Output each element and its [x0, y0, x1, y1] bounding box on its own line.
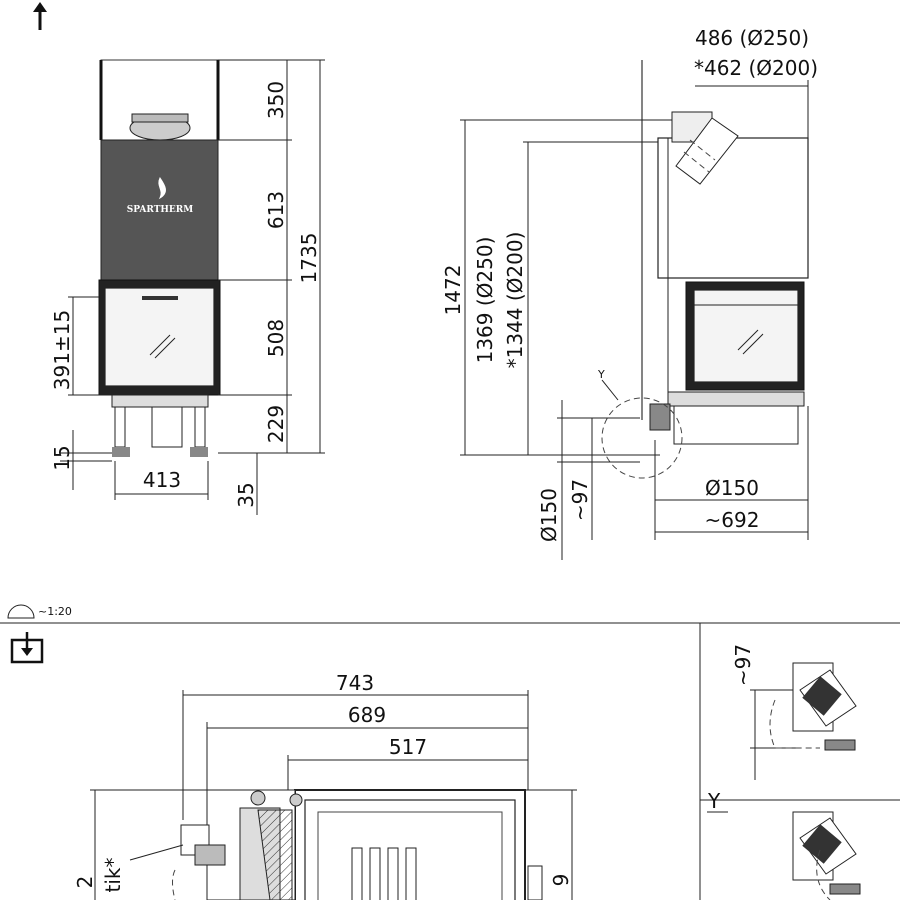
dim-150-vertical: Ø150 — [537, 488, 561, 542]
dim-15: 15 — [50, 445, 74, 470]
dim-391: 391±15 — [50, 310, 74, 390]
dim-743: 743 — [336, 671, 374, 695]
dim-9: 9 — [549, 874, 573, 887]
dim-350: 350 — [264, 81, 288, 119]
plan-view-icon — [10, 632, 44, 664]
svg-text:SPARTHERM: SPARTHERM — [127, 205, 193, 215]
detail-dim-97: ~97 — [731, 644, 755, 686]
detail-panel-label-y: Y — [707, 789, 721, 813]
dim-613: 613 — [264, 191, 288, 229]
dim-97-vertical: ~97 — [568, 479, 592, 521]
dim-2: 2 — [73, 876, 97, 889]
dim-1369: 1369 (Ø250) — [473, 237, 497, 364]
dim-508: 508 — [264, 319, 288, 357]
dim-229: 229 — [264, 405, 288, 443]
dim-517: 517 — [389, 735, 427, 759]
protractor-icon — [7, 604, 35, 619]
detail-label-y: Y — [597, 368, 605, 381]
detail-panel: ~97 Y — [707, 644, 861, 901]
dim-1472: 1472 — [441, 265, 465, 316]
dim-35: 35 — [234, 482, 258, 507]
dim-150-horizontal: Ø150 — [705, 476, 759, 500]
dim-413: 413 — [143, 468, 181, 492]
dim-689: 689 — [348, 703, 386, 727]
grate-bars — [351, 847, 417, 905]
up-arrow-icon — [33, 2, 47, 30]
spartherm-logo: SPARTHERM — [127, 177, 193, 215]
front-view: SPARTHERM 350 613 1735 508 229 35 391 — [50, 59, 325, 515]
dim-462: *462 (Ø200) — [694, 56, 818, 80]
scale-label: ~1:20 — [38, 605, 72, 618]
dim-692: ~692 — [705, 508, 760, 532]
flue-connector — [671, 111, 739, 185]
label-tik: tik* — [101, 858, 125, 893]
plan-view: 743 689 517 2 tik* 9 — [73, 671, 577, 905]
dim-486: 486 (Ø250) — [695, 26, 809, 50]
side-view: Y 486 (Ø250) *462 (Ø200) 1472 1369 (Ø250… — [441, 26, 818, 560]
scale-indicator: ~1:20 — [7, 604, 72, 619]
dim-1735: 1735 — [297, 233, 321, 284]
dim-1344: *1344 (Ø200) — [503, 232, 527, 369]
